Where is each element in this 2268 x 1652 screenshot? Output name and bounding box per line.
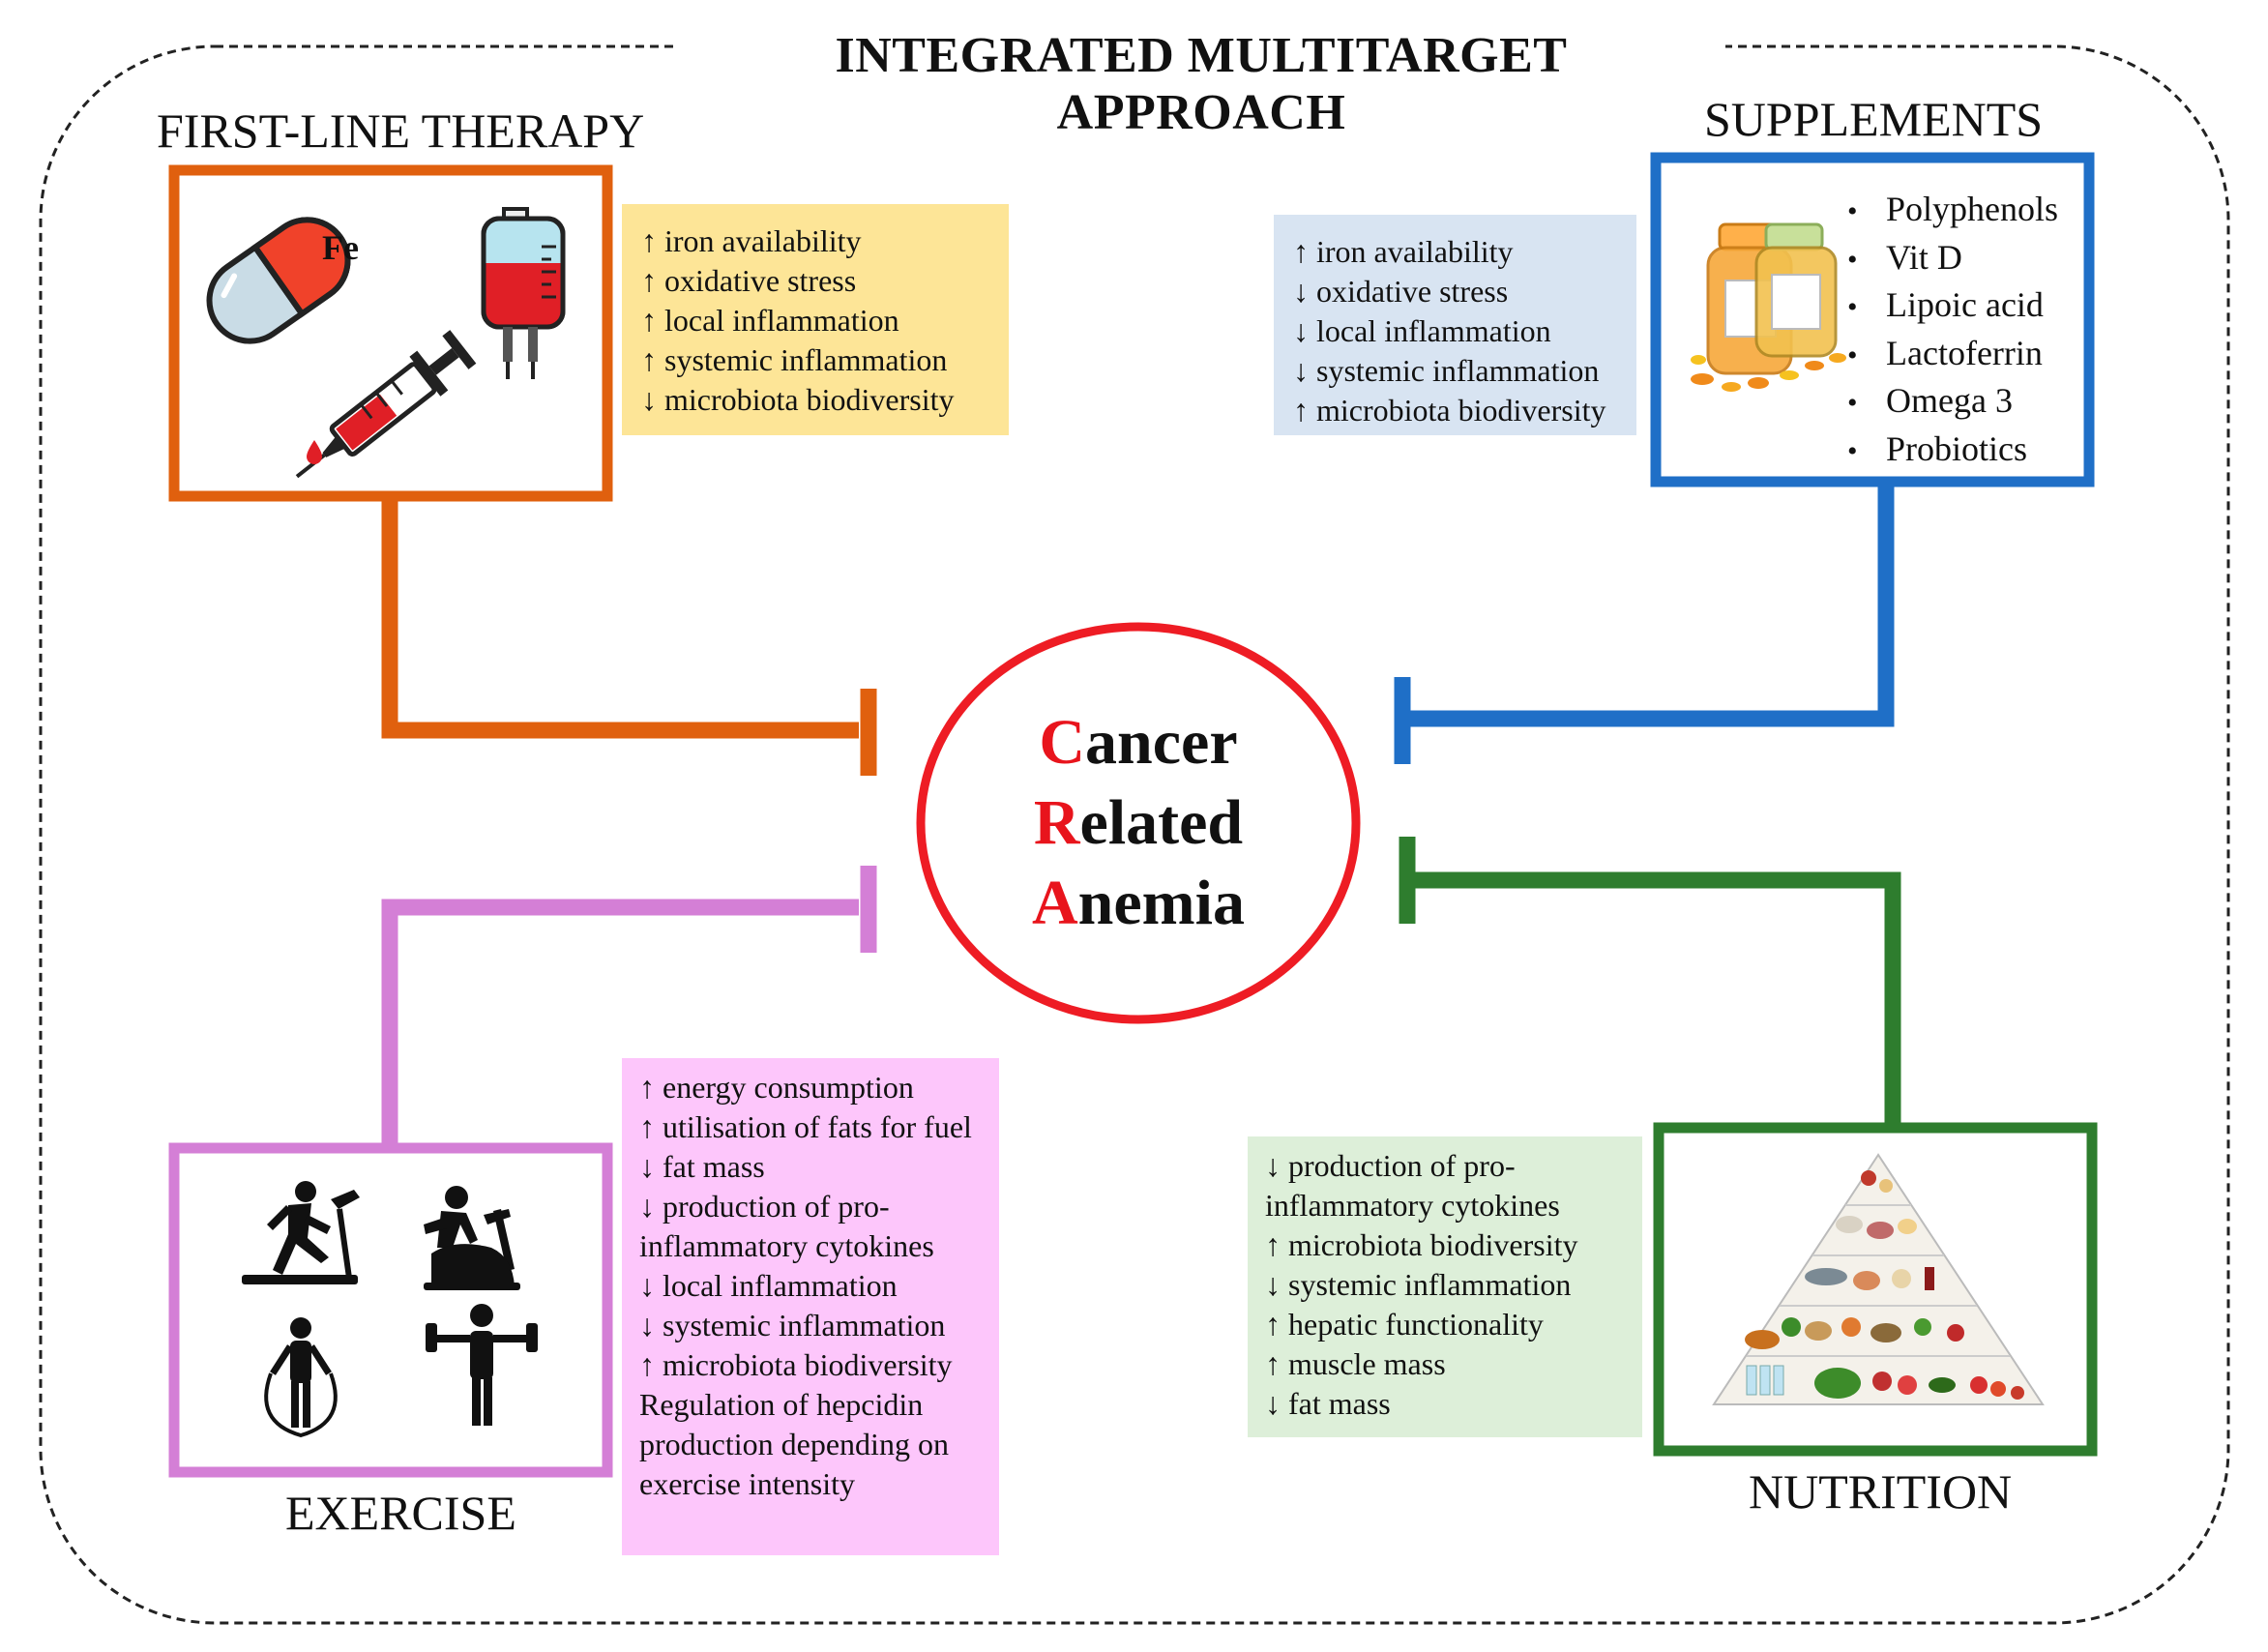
- exercise-bike-icon: [424, 1186, 520, 1290]
- first-line-connector: [381, 501, 859, 739]
- supplements-label: SUPPLEMENTS: [1704, 92, 2044, 146]
- supplement-item: Vit D: [1847, 235, 2058, 283]
- exercise-label: EXERCISE: [285, 1486, 516, 1540]
- effect-item: ↑ muscle mass: [1265, 1346, 1446, 1381]
- effect-item: ↑ microbiota biodiversity: [639, 1347, 953, 1382]
- effect-item: ↓ oxidative stress: [1293, 274, 1509, 309]
- effect-item: ↑ iron availability: [641, 223, 862, 258]
- center-line-anemia: Anemia: [928, 867, 1348, 940]
- food-pyramid-icon: [1712, 1153, 2045, 1405]
- supplement-bottles-icon: [1691, 222, 1846, 392]
- supplement-item: Polyphenols: [1847, 187, 2058, 235]
- center-circle: [916, 622, 1361, 1024]
- supplement-item: Omega 3: [1847, 378, 2058, 427]
- effect-item: ↑ microbiota biodiversity: [1293, 393, 1606, 428]
- nutrition-connector: [1407, 871, 1901, 1127]
- center-label: Cancer Related Anemia: [928, 696, 1348, 948]
- center-initial: C: [1039, 707, 1086, 778]
- supplement-item: Probiotics: [1847, 427, 2058, 475]
- effect-item: ↑ iron availability: [1293, 234, 1514, 269]
- effect-item: ↑ local inflammation: [641, 303, 899, 338]
- exercise-effects: ↑ energy consumption ↑ utilisation of fa…: [622, 1058, 999, 1555]
- center-line-related: Related: [928, 786, 1348, 860]
- effect-item: ↓ local inflammation: [1293, 313, 1551, 348]
- effect-item: ↓ production of pro-inflammatory cytokin…: [1265, 1148, 1560, 1223]
- effect-item: ↓ microbiota biodiversity: [641, 382, 955, 417]
- first-line-label: FIRST-LINE THERAPY: [157, 103, 645, 158]
- effect-item: ↓ systemic inflammation: [639, 1308, 946, 1342]
- effect-item: ↓ local inflammation: [639, 1268, 898, 1303]
- supplements-list: Polyphenols Vit D Lipoic acid Lactoferri…: [1847, 187, 2058, 474]
- blood-bag-icon: [481, 207, 566, 379]
- center-rest: elated: [1079, 787, 1244, 858]
- center-rest: nemia: [1077, 868, 1245, 938]
- supplements-connector: [1407, 487, 1895, 727]
- diagram-title: INTEGRATED MULTITARGET APPROACH: [677, 27, 1725, 141]
- supplements-effects: ↑ iron availability ↓ oxidative stress ↓…: [1274, 215, 1636, 435]
- effect-item: ↓ systemic inflammation: [1293, 353, 1600, 388]
- dumbbell-icon: [426, 1304, 538, 1426]
- blood-drop-icon: [307, 440, 322, 464]
- center-initial: R: [1033, 787, 1080, 858]
- effect-item: ↑ microbiota biodiversity: [1265, 1227, 1578, 1262]
- effect-item: ↓ fat mass: [1265, 1386, 1391, 1421]
- supplement-item: Lactoferrin: [1847, 331, 2058, 379]
- pill-text: Fe: [322, 228, 359, 267]
- exercise-frame: [168, 1142, 613, 1478]
- jump-rope-icon: [264, 1317, 338, 1438]
- iron-pill-icon: [206, 217, 351, 344]
- effect-item: ↑ utilisation of fats for fuel: [639, 1109, 972, 1144]
- nutrition-effects: ↓ production of pro-inflammatory cytokin…: [1248, 1136, 1642, 1437]
- effect-item: ↓ fat mass: [639, 1149, 765, 1184]
- first-line-effects: ↑ iron availability ↑ oxidative stress ↑…: [622, 204, 1009, 435]
- treadmill-runner-icon: [242, 1181, 360, 1284]
- center-initial: A: [1032, 868, 1078, 938]
- effect-item: Regulation of hepcidin production depend…: [639, 1387, 949, 1501]
- center-line-cancer: Cancer: [928, 706, 1348, 780]
- supplement-item: Lipoic acid: [1847, 282, 2058, 331]
- effect-item: ↑ hepatic functionality: [1265, 1307, 1544, 1342]
- effect-item: ↑ energy consumption: [639, 1070, 914, 1105]
- nutrition-label: NUTRITION: [1749, 1464, 2013, 1519]
- effect-item: ↑ oxidative stress: [641, 263, 857, 298]
- syringe-icon: [295, 330, 477, 479]
- effect-item: ↓ systemic inflammation: [1265, 1267, 1572, 1302]
- effect-item: ↓ production of pro-inflammatory cytokin…: [639, 1189, 934, 1263]
- exercise-connector: [381, 899, 859, 1146]
- center-rest: ancer: [1085, 707, 1238, 778]
- effect-item: ↑ systemic inflammation: [641, 342, 948, 377]
